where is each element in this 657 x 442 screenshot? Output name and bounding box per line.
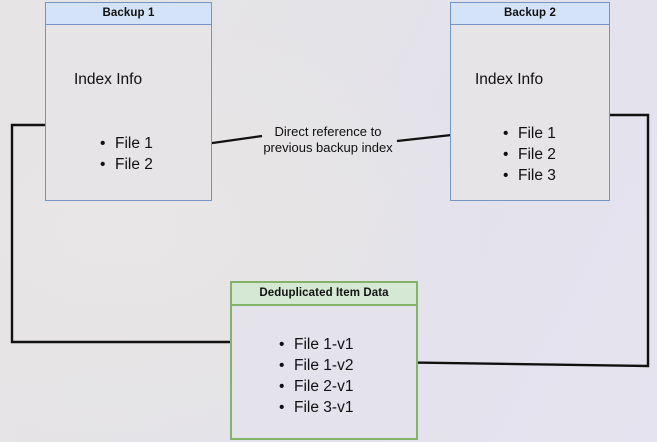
list-item: File 1-v1: [279, 334, 354, 355]
list-item: File 1: [503, 123, 556, 144]
backup-2-body: Index Info File 1 File 2 File 3: [451, 25, 609, 200]
backup-2-title: Backup 2: [451, 3, 609, 25]
backup-2-node[interactable]: Backup 2 Index Info File 1 File 2 File 3: [450, 2, 610, 201]
deduplicated-item-data-node[interactable]: Deduplicated Item Data File 1-v1 File 1-…: [230, 281, 418, 440]
backup-2-file-list: File 1 File 2 File 3: [501, 123, 556, 186]
list-item: File 2: [100, 154, 153, 175]
backup-1-body: Index Info File 1 File 2: [46, 25, 211, 200]
list-item: File 3: [503, 165, 556, 186]
dedup-file-list: File 1-v1 File 1-v2 File 2-v1 File 3-v1: [277, 334, 354, 418]
list-item: File 1: [100, 133, 153, 154]
backup-1-index-label: Index Info: [74, 71, 143, 88]
list-item: File 3-v1: [279, 397, 354, 418]
backup-2-index-label: Index Info: [475, 71, 544, 88]
backup-1-node[interactable]: Backup 1 Index Info File 1 File 2: [45, 2, 212, 201]
list-item: File 2: [503, 144, 556, 165]
backup-1-file-list: File 1 File 2: [98, 133, 153, 175]
direct-reference-annotation: Direct reference to previous backup inde…: [263, 124, 393, 155]
backup-1-title: Backup 1: [46, 3, 211, 25]
list-item: File 1-v2: [279, 355, 354, 376]
deduplicated-item-data-body: File 1-v1 File 1-v2 File 2-v1 File 3-v1: [232, 306, 416, 438]
deduplicated-item-data-title: Deduplicated Item Data: [232, 283, 416, 306]
list-item: File 2-v1: [279, 376, 354, 397]
